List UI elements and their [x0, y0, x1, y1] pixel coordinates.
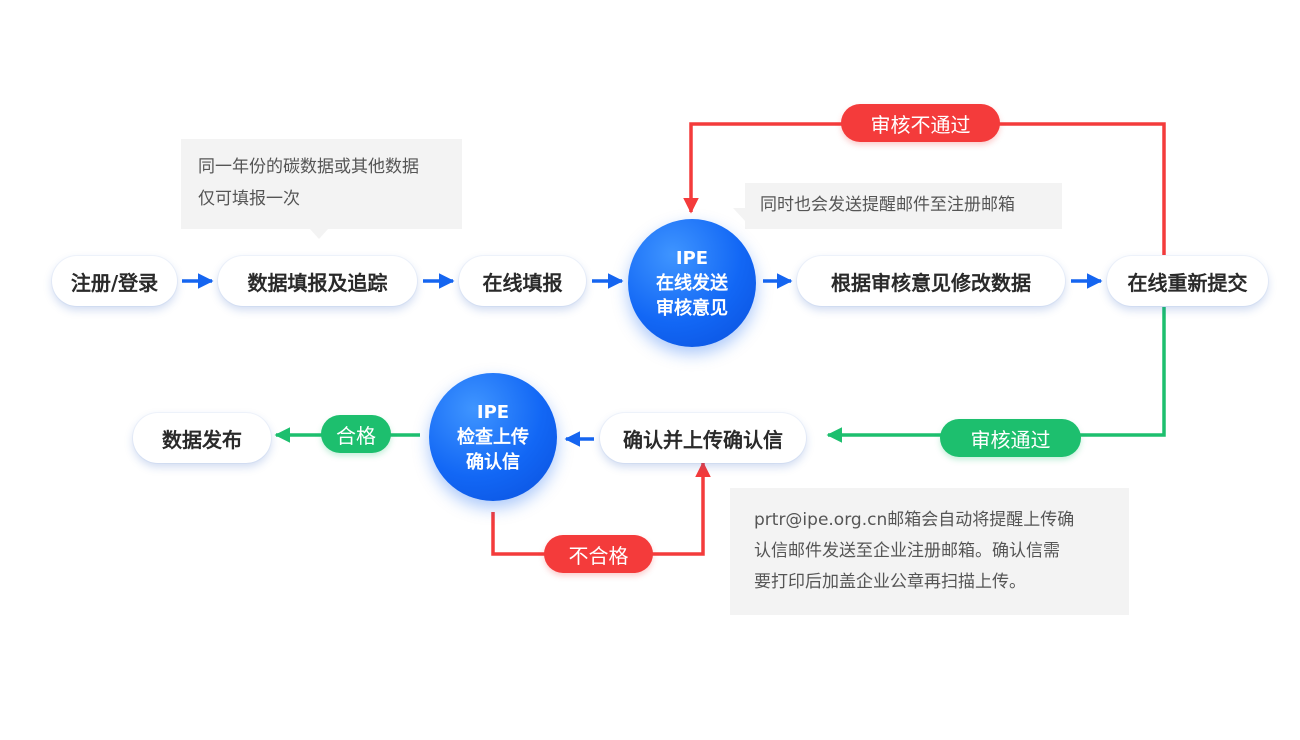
- node-online-fill: 在线填报: [459, 256, 586, 306]
- badge-qualified: 合格: [321, 415, 391, 453]
- node-ipe-check-line3: 确认信: [466, 451, 520, 473]
- node-ipe-review-line2: 在线发送: [656, 272, 728, 294]
- node-modify-data: 根据审核意见修改数据: [797, 256, 1065, 306]
- note-once-per-year-line1: 同一年份的碳数据或其他数据: [198, 157, 419, 177]
- note-email-reminder-pointer: [733, 208, 746, 222]
- node-ipe-check-line2: 检查上传: [457, 426, 529, 448]
- note-email-reminder: 同时也会发送提醒邮件至注册邮箱: [745, 183, 1062, 229]
- node-register: 注册/登录: [52, 256, 177, 306]
- node-ipe-review: IPE 在线发送 审核意见: [628, 219, 756, 347]
- note-confirm-letter-line3: 要打印后加盖企业公章再扫描上传。: [754, 572, 1026, 592]
- note-once-per-year: 同一年份的碳数据或其他数据 仅可填报一次: [181, 139, 462, 229]
- note-confirm-letter: prtr@ipe.org.cn邮箱会自动将提醒上传确 认信邮件发送至企业注册邮箱…: [730, 488, 1129, 615]
- node-ipe-check: IPE 检查上传 确认信: [429, 373, 557, 501]
- path-approved: [826, 307, 1166, 443]
- node-ipe-review-line3: 审核意见: [656, 297, 728, 319]
- badge-unqualified: 不合格: [544, 535, 653, 573]
- note-confirm-letter-line1: prtr@ipe.org.cn邮箱会自动将提醒上传确: [754, 510, 1075, 530]
- note-email-reminder-text: 同时也会发送提醒邮件至注册邮箱: [760, 195, 1015, 215]
- badge-not-approved: 审核不通过: [841, 104, 1000, 142]
- node-publish: 数据发布: [133, 413, 271, 463]
- node-ipe-check-line1: IPE: [476, 401, 510, 423]
- node-confirm-upload: 确认并上传确认信: [600, 413, 806, 463]
- badge-approved: 审核通过: [940, 419, 1081, 457]
- note-once-per-year-pointer: [310, 229, 328, 239]
- note-once-per-year-line2: 仅可填报一次: [198, 189, 300, 209]
- note-confirm-letter-line2: 认信邮件发送至企业注册邮箱。确认信需: [754, 541, 1060, 561]
- node-ipe-review-line1: IPE: [675, 247, 709, 269]
- node-fill-track: 数据填报及追踪: [218, 256, 417, 306]
- node-resubmit: 在线重新提交: [1107, 256, 1268, 306]
